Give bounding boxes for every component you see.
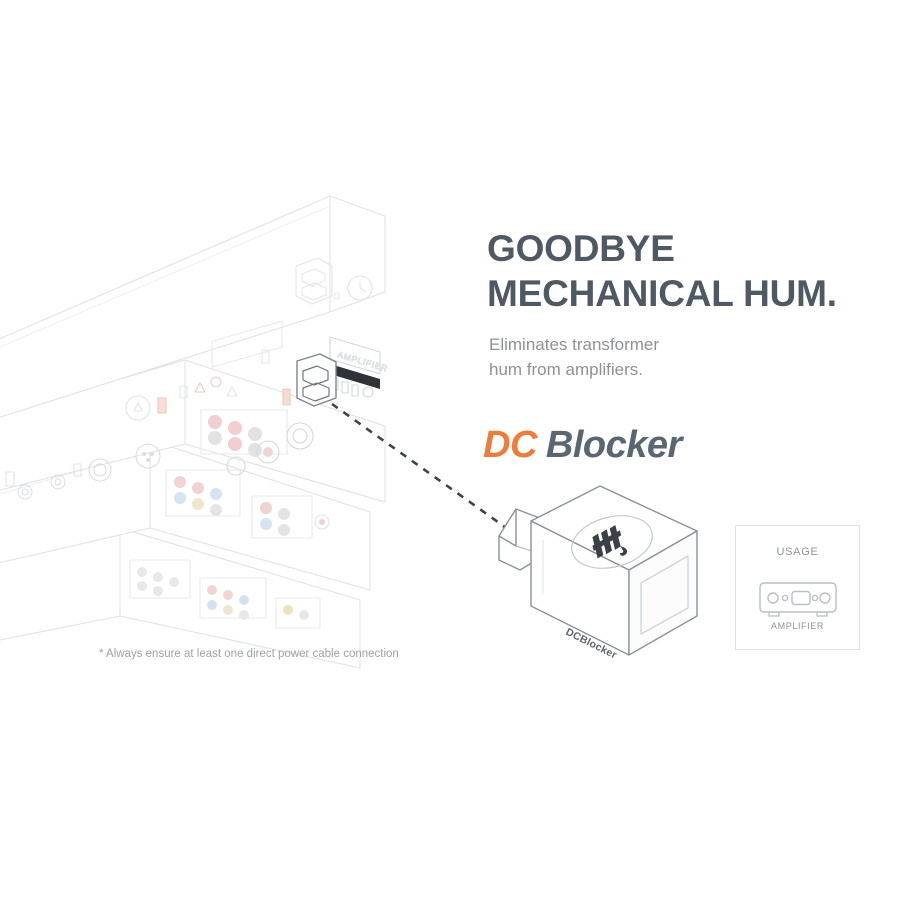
amplifier-rear-jacks xyxy=(200,409,314,476)
amplifier-power-inlet[interactable] xyxy=(282,353,337,407)
footnote: * Always ensure at least one direct powe… xyxy=(99,648,399,660)
page-title: GOODBYE MECHANICAL HUM. xyxy=(487,228,837,314)
top-unit-panel xyxy=(211,257,373,368)
amplifier-icon xyxy=(758,582,837,617)
brand-logo-blocker: Blocker xyxy=(545,424,682,466)
usage-card-caption: AMPLIFIER xyxy=(771,621,824,631)
top-unit xyxy=(0,195,386,421)
brand-monogram-icon xyxy=(571,515,653,569)
amplifier-unit: AMPLIFIER xyxy=(0,336,390,503)
top-unit-controls xyxy=(125,376,238,421)
usage-card: USAGE AMPLIFIER xyxy=(735,525,860,650)
brand-logo-dc: DC xyxy=(483,424,537,466)
usage-card-title: USAGE xyxy=(776,546,819,558)
equipment-stack: AMPLIFIER xyxy=(0,195,390,669)
bottom-unit-jacks xyxy=(129,559,321,629)
dc-blocker-device: DCBlocker xyxy=(498,485,698,661)
amplifier-rack-label: AMPLIFIER xyxy=(329,336,390,398)
dc-blocker-body xyxy=(530,485,698,656)
headline-block: GOODBYE MECHANICAL HUM. Eliminates trans… xyxy=(487,226,887,382)
page-subtitle: Eliminates transformer hum from amplifie… xyxy=(489,335,660,379)
receiver-jacks xyxy=(165,469,330,539)
amplifier-controls xyxy=(5,443,161,500)
